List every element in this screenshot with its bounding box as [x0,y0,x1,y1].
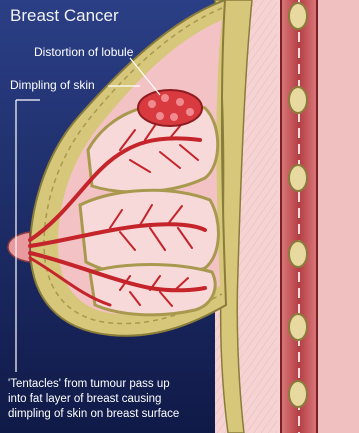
figure-title: Breast Cancer [10,6,119,26]
caption: 'Tentacles' from tumour pass up into fat… [8,377,179,422]
caption-line-2: into fat layer of breast causing [8,392,179,407]
label-dimpling-of-skin: Dimpling of skin [10,78,95,92]
outer-skin [318,0,359,433]
caption-line-1: 'Tentacles' from tumour pass up [8,377,179,392]
label-distortion-of-lobule: Distortion of lobule [34,45,133,59]
tumour [138,90,202,126]
caption-line-3: dimpling of skin on breast surface [8,407,179,422]
